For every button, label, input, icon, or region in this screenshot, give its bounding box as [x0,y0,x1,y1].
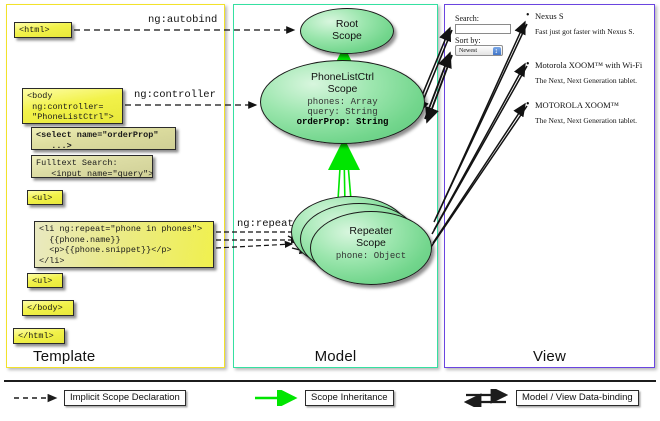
panel-model-label: Model [314,348,357,365]
chevron-updown-icon [493,46,501,55]
panel-template-label: Template [33,348,96,365]
code-box-li-repeat: <li ng:repeat="phone in phones"> {{phone… [34,221,214,268]
repeater-scope: Repeater Scope phone: Object [310,211,432,285]
panel-model: Model [233,4,438,368]
phone-name: MOTOROLA XOOM™ [535,100,637,110]
sort-by-selected-value: Newest [459,48,477,54]
phonelistctrl-scope-prop-orderprop: orderProp: String [296,117,389,127]
edge-label-controller: ng:controller [134,89,216,101]
panel-view-label: View [532,348,567,365]
code-box-select-tag: <select name="orderProp" ...> [31,127,176,151]
code-box-body-close: </body> [22,300,74,316]
code-box-fulltext-search: Fulltext Search: <input name="query"> [31,155,153,179]
code-box-html-open: <html> [14,22,72,38]
repeater-scope-prop-phone: phone: Object [335,251,407,261]
root-scope-title-line1: Root [335,18,359,30]
phone-name: Motorola XOOM™ with Wi-Fi [535,60,642,70]
legend: Implicit Scope Declaration Scope Inherit… [0,380,660,421]
panel-view: View [444,4,655,368]
phone-snippet: Fast just got faster with Nexus S. [535,27,635,36]
legend-double-arrow-icon [464,389,509,407]
edge-label-autobind: ng:autobind [148,14,218,26]
list-item: Motorola XOOM™ with Wi-Fi The Next, Next… [535,60,642,85]
legend-label-scope-inheritance: Scope Inheritance [305,390,394,406]
legend-green-arrow-icon [255,390,298,406]
search-input[interactable] [455,24,511,34]
phonelistctrl-scope-title-line2: Scope [327,83,358,95]
edge-label-repeat: ng:repeat [237,218,294,230]
root-scope-title-line2: Scope [332,30,362,42]
code-box-html-close: </html> [13,328,65,344]
phonelistctrl-scope-prop-query: query: String [307,107,378,117]
code-box-ul-open: <ul> [27,190,63,205]
list-item: MOTOROLA XOOM™ The Next, Next Generation… [535,100,637,125]
phone-snippet: The Next, Next Generation tablet. [535,116,638,125]
view-sort-label: Sort by: [455,36,481,45]
phone-snippet: The Next, Next Generation tablet. [535,76,638,85]
phonelistctrl-scope: PhoneListCtrl Scope phones: Array query:… [260,60,425,144]
repeater-scope-title-line1: Repeater [349,225,393,237]
root-scope: Root Scope [300,8,394,54]
sort-by-select[interactable]: Newest [455,45,503,56]
phonelistctrl-scope-prop-phones: phones: Array [307,97,378,107]
code-box-body-open: <body ng:controller= "PhoneListCtrl"> [22,88,123,124]
legend-label-model-view-data-binding: Model / View Data-binding [516,390,639,406]
legend-divider [4,380,656,382]
phonelistctrl-scope-title-line1: PhoneListCtrl [310,71,375,83]
list-item: Nexus S Fast just got faster with Nexus … [535,11,634,36]
view-search-label: Search: [455,14,479,23]
legend-label-implicit-scope-declaration: Implicit Scope Declaration [64,390,186,406]
legend-dashed-arrow-icon [14,393,58,403]
repeater-scope-title-line2: Scope [356,237,386,249]
code-box-ul-close: <ul> [27,273,63,288]
phone-name: Nexus S [535,11,634,21]
